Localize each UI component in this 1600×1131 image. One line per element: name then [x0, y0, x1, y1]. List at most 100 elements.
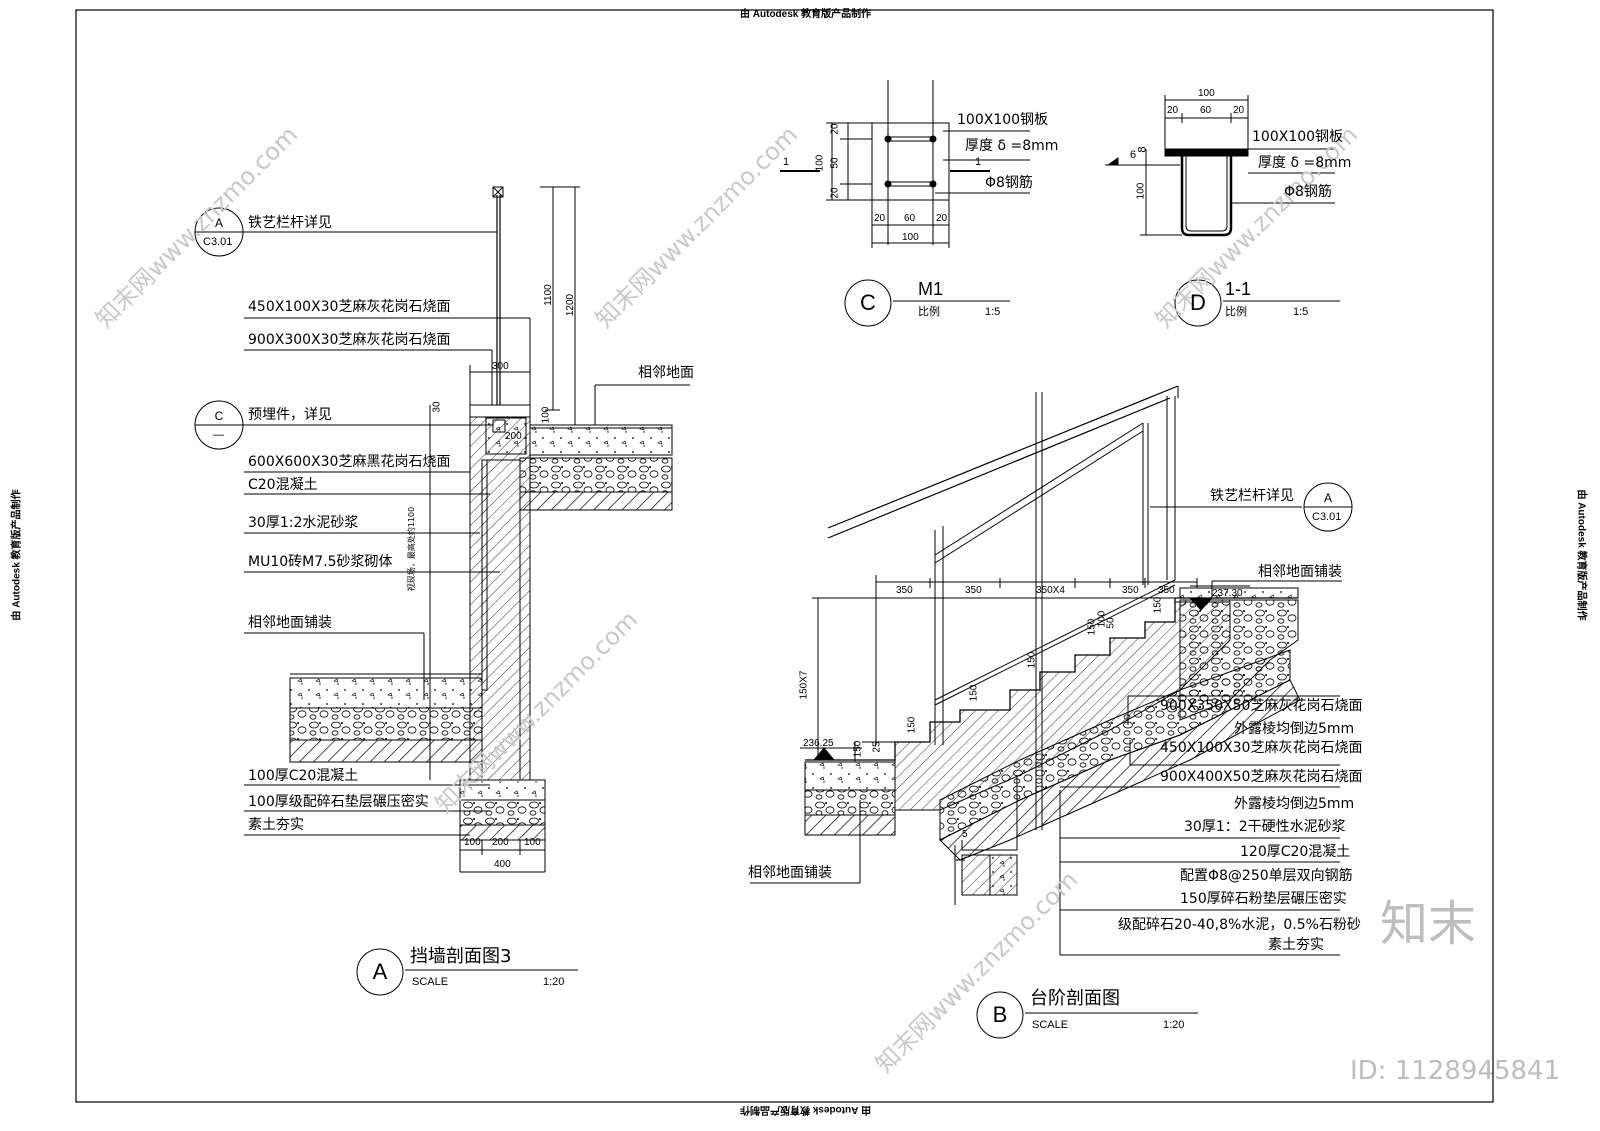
callout-label: Φ8钢筋: [1284, 184, 1332, 200]
callout-label: 120厚C20混凝土: [1240, 844, 1351, 860]
detail-a-scale-value: 1:20: [543, 976, 565, 988]
dimension: 100: [524, 837, 541, 848]
dimension: 20: [829, 123, 841, 135]
dimension: 100: [902, 232, 919, 243]
dimension: 60: [904, 213, 916, 224]
railing-ref-text: 铁艺栏杆详见: [248, 215, 332, 231]
riser-dimension: 150: [852, 740, 864, 758]
callout-label: 相邻地面铺装: [248, 615, 332, 631]
tread-dimension: 350: [1158, 585, 1175, 596]
callout-label: 外露棱均倒边5mm: [1234, 796, 1355, 812]
dimension: 300: [492, 361, 509, 372]
dimension: 20: [829, 187, 841, 199]
edge-note-bottom: 由 Autodesk 教育版产品制作: [740, 1104, 872, 1115]
callout-label: 100X100钢板: [1252, 129, 1344, 145]
adjacent-ground-label: 相邻地面: [638, 365, 694, 381]
callout-label: 600X600X30芝麻黑花岗石烧面: [248, 454, 451, 470]
top-paving-label: 相邻地面铺装: [1258, 564, 1342, 580]
callout-label: 配置Φ8@250单层双向钢筋: [1180, 868, 1353, 884]
callout-label: 100厚C20混凝土: [248, 768, 359, 784]
tread-dimension: 350: [965, 585, 982, 596]
riser-dimension: 150: [1152, 596, 1164, 614]
riser-dimension: 150: [1026, 651, 1038, 669]
detail-b-mark: B: [992, 1002, 1008, 1027]
small-dimension: 50: [1105, 617, 1117, 629]
railing-ref-sheet: C3.01: [203, 236, 233, 248]
callout-label: 素土夯实: [1268, 937, 1324, 953]
dimension: 30: [431, 401, 443, 413]
dimension: 200: [492, 837, 509, 848]
dimension: 1200: [565, 293, 577, 317]
railing-ref-letter: A: [214, 216, 223, 230]
bottom-paving-label: 相邻地面铺装: [748, 865, 832, 881]
railing-ref-letter: A: [1323, 491, 1332, 505]
embed-plate-m1: [780, 80, 1030, 327]
riser-dimension: 150: [968, 684, 980, 702]
callout-label: 900X350X50芝麻灰花岗石烧面: [1160, 698, 1363, 714]
detail-c-mark: C: [860, 290, 876, 315]
callout-label: 厚度 δ =8mm: [965, 138, 1059, 154]
callout-label: 150厚碎石粉垫层碾压密实: [1180, 891, 1347, 907]
detail-d-mark: D: [1190, 290, 1206, 315]
dimension: 20: [1167, 105, 1179, 116]
callout-label: 100X100钢板: [957, 112, 1049, 128]
edge-note-top: 由 Autodesk 教育版产品制作: [740, 9, 872, 20]
detail-a-mark: A: [372, 959, 388, 984]
elevation-bottom: 236.25: [803, 738, 834, 749]
weld-size: 6: [1130, 149, 1137, 161]
tread-dimension: 350X4: [1036, 585, 1065, 596]
small-dimension: 5: [962, 829, 968, 840]
callout-label: 外露棱均倒边5mm: [1234, 721, 1355, 737]
riser-dimension: 150: [906, 716, 918, 734]
embed-ref-letter: C: [214, 409, 224, 423]
dimension: 50: [829, 157, 841, 169]
detail-d-title: 1-1: [1225, 279, 1252, 299]
dimension: 20: [936, 213, 948, 224]
weld-size: 8: [1136, 146, 1149, 153]
detail-c-title: M1: [918, 279, 944, 299]
callout-label: 900X300X30芝麻灰花岗石烧面: [248, 332, 451, 348]
edge-note-left: 由 Autodesk 教育版产品制作: [11, 489, 23, 621]
section-mark: 1: [783, 156, 790, 168]
dimension: 200: [505, 431, 522, 442]
dimension: 100: [464, 837, 481, 848]
callout-label: 450X100X30芝麻灰花岗石烧面: [248, 299, 451, 315]
detail-c-scale-label: 比例: [918, 306, 940, 318]
callout-label: 厚度 δ =8mm: [1258, 155, 1352, 171]
callout-label: 30厚1:2水泥砂浆: [248, 515, 359, 531]
callout-label: C20混凝土: [248, 477, 318, 493]
callout-label: 100厚级配碎石垫层碾压密实: [248, 794, 429, 810]
callout-label: MU10砖M7.5砂浆砌体: [248, 554, 393, 570]
dimension: 150X7: [798, 670, 810, 700]
detail-b-scale-value: 1:20: [1163, 1019, 1185, 1031]
dimension: 100: [540, 406, 552, 424]
railing-ref-sheet: C3.01: [1312, 511, 1342, 523]
detail-a-title: 挡墙剖面图3: [410, 946, 512, 967]
watermark-id: ID: 1128945841: [1350, 1056, 1561, 1086]
callout-label: 素土夯实: [248, 817, 304, 833]
callout-label: 级配碎石20-40,8%水泥，0.5%石粉砂: [1118, 917, 1361, 933]
watermark-brand: 知末: [1380, 896, 1477, 952]
callout-label: 30厚1：2干硬性水泥砂浆: [1184, 819, 1346, 835]
sheet-frame: [75, 9, 1494, 1103]
detail-d-scale-label: 比例: [1225, 306, 1247, 318]
elevation-top: 237.30: [1212, 588, 1243, 599]
tread-dimension: 350: [896, 585, 913, 596]
dimension: 20: [1233, 105, 1245, 116]
dimension: 60: [1200, 105, 1212, 116]
detail-b-title: 台阶剖面图: [1030, 988, 1120, 1009]
dimension: 20: [874, 213, 886, 224]
detail-c-scale-value: 1:5: [985, 306, 1001, 318]
section-1-1: [1105, 95, 1340, 327]
dimension: 400: [494, 859, 511, 870]
detail-a-scale-label: SCALE: [412, 976, 449, 988]
embed-ref-text: 预埋件，详见: [248, 407, 332, 423]
callout-label: Φ8钢筋: [985, 175, 1033, 191]
detail-b-scale-label: SCALE: [1032, 1019, 1069, 1031]
edge-note-right: 由 Autodesk 教育版产品制作: [1575, 489, 1587, 621]
dimension: 100: [814, 154, 826, 172]
railing-ref-text: 铁艺栏杆详见: [1210, 488, 1294, 504]
tread-dimension: 350: [1122, 585, 1139, 596]
